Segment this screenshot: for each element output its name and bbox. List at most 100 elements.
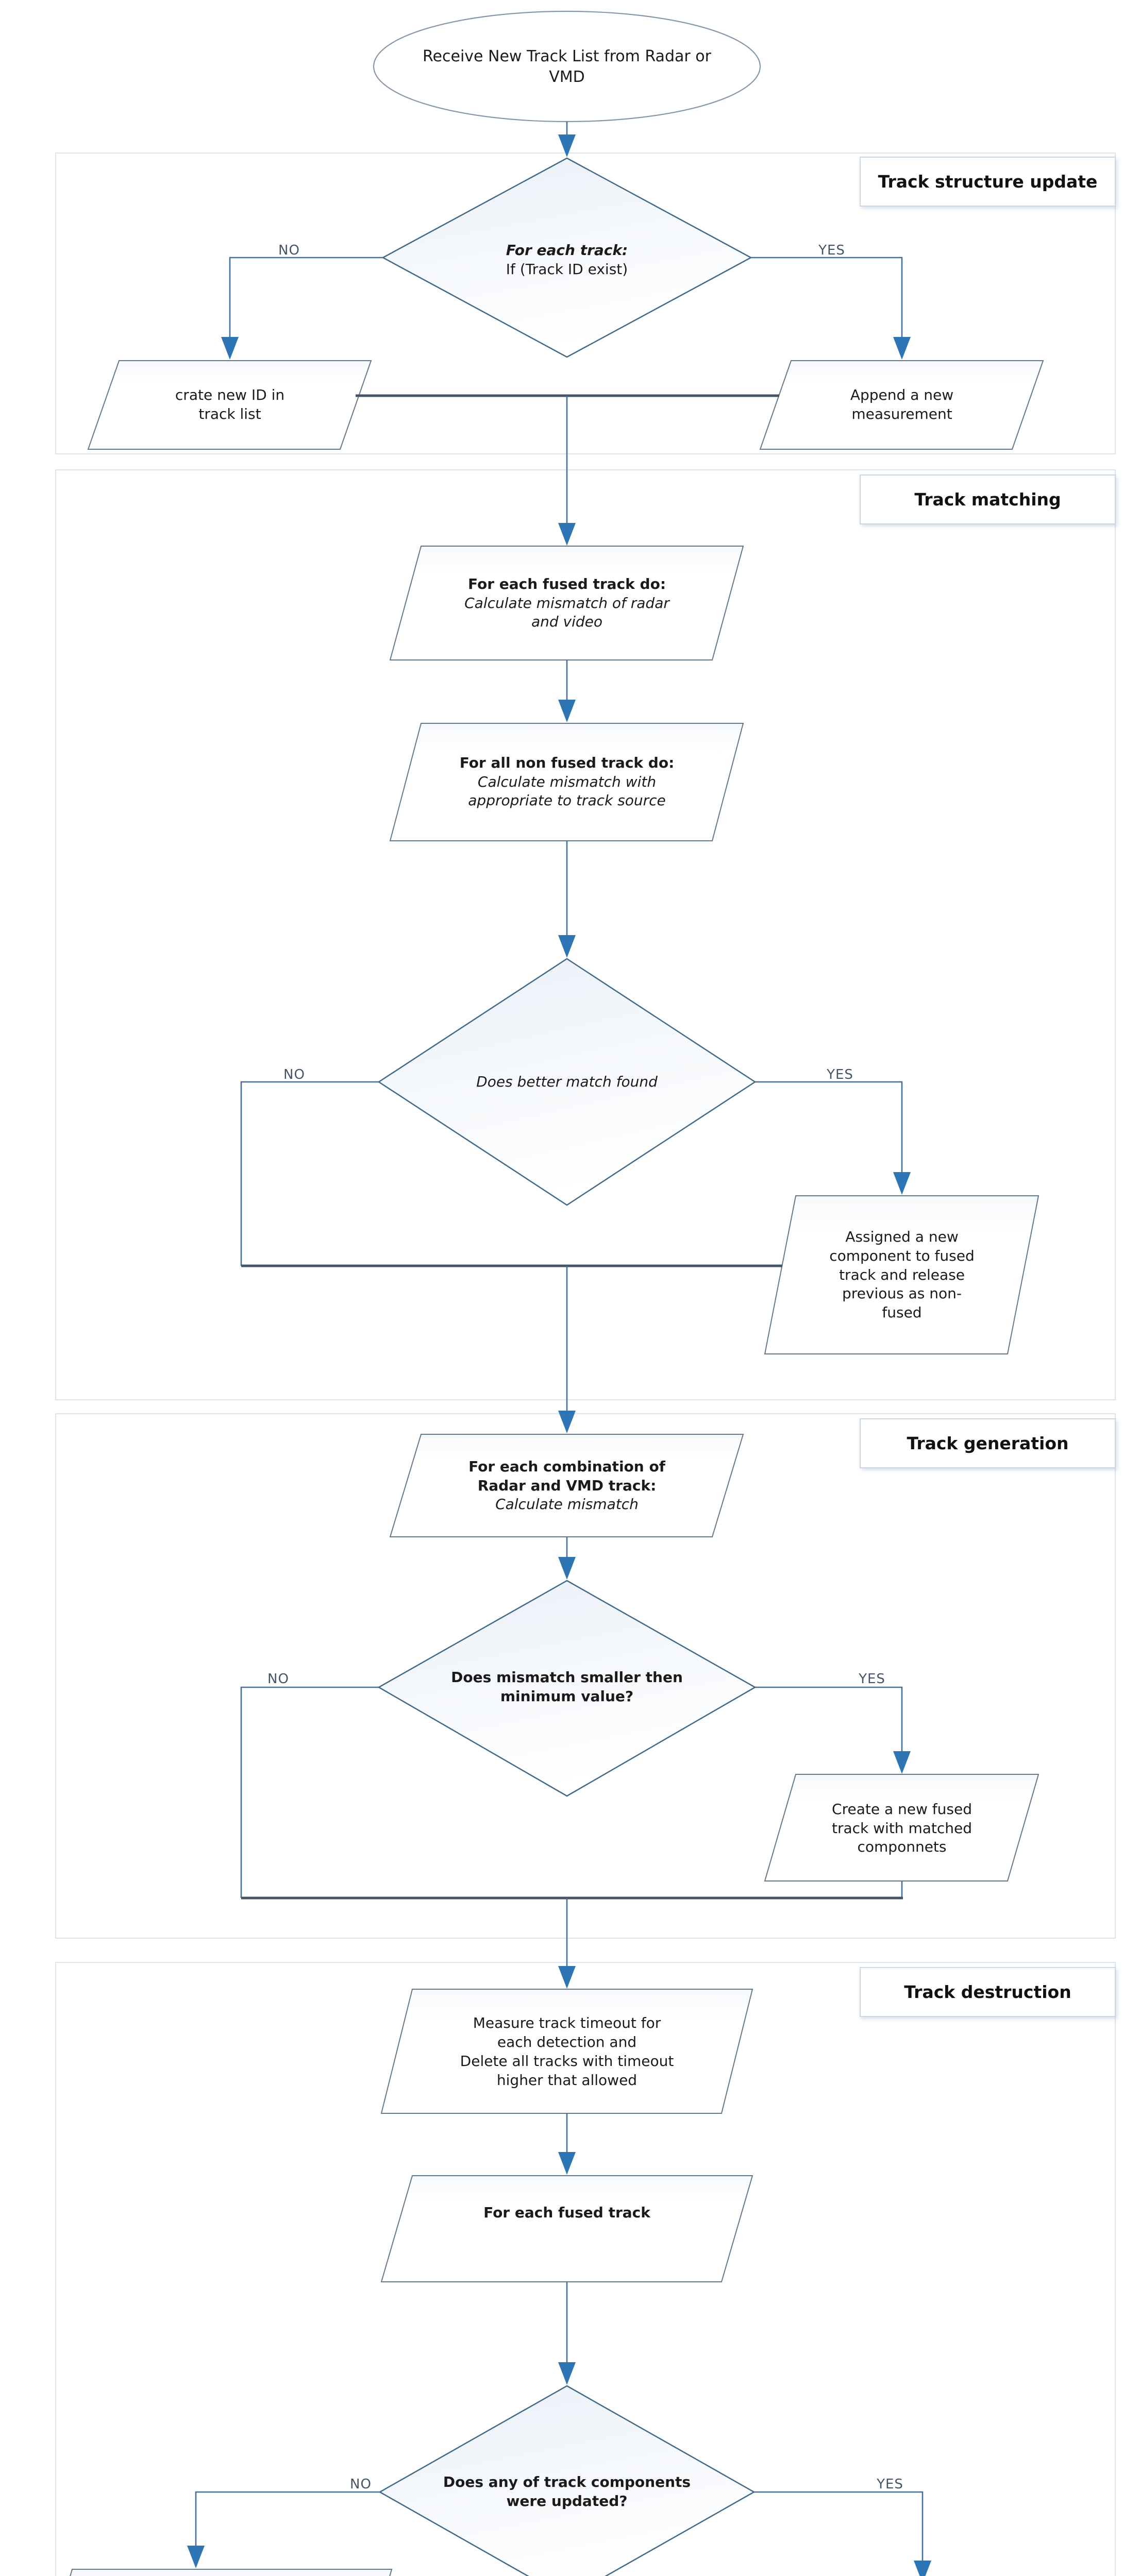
text-line: component to fused xyxy=(829,1247,975,1264)
text-line: Assigned a new xyxy=(845,1228,959,1245)
process-measure-timeout xyxy=(380,1989,753,2114)
arrowhead-into-fused-do xyxy=(558,523,576,546)
text-line: Radar and VMD track: xyxy=(477,1477,657,1494)
arrowhead-into-combo xyxy=(558,1411,576,1433)
process-assign-component-text: Assigned a new component to fused track … xyxy=(781,1198,1023,1352)
connector-d1-no xyxy=(229,257,383,338)
process-append-measurement xyxy=(759,360,1044,450)
decision-components-updated xyxy=(378,2385,756,2576)
section-label-track-generation: Track generation xyxy=(860,1418,1116,1468)
decision-track-id-exist xyxy=(381,157,752,358)
process-combination-mismatch-text: For each combination of Radar and VMD tr… xyxy=(417,1437,716,1534)
text-line: previous as non- xyxy=(842,1285,962,1302)
arrowhead-into-measure xyxy=(558,1966,576,1989)
arrowhead-d4-yes xyxy=(914,2561,931,2576)
process-estimation-only-text: Perform estimation state only xyxy=(67,2569,366,2576)
branch-label-no-4: NO xyxy=(350,2477,372,2492)
arrowhead-into-d3 xyxy=(558,1557,576,1580)
process-create-new-id-text: crate new ID in track list xyxy=(106,361,354,449)
branch-label-no-2: NO xyxy=(283,1067,305,1082)
connector-d1-yes xyxy=(751,257,903,338)
text-line: For each fused track xyxy=(483,2204,650,2221)
process-assign-component xyxy=(764,1195,1040,1354)
section-track-generation xyxy=(55,1413,1116,1939)
text-line: minimum value? xyxy=(500,1688,634,1705)
section-label-track-structure-update: Track structure update xyxy=(860,157,1116,207)
process-each-fused-track-text: For each fused track xyxy=(407,2187,727,2239)
text-line: Append a new xyxy=(850,386,954,404)
arrowhead-into-d2 xyxy=(558,935,576,958)
text-line: appropriate to track source xyxy=(468,792,666,809)
text-line: Create a new fused xyxy=(832,1800,972,1818)
section-track-destruction xyxy=(55,1962,1116,2576)
text-line: Does any of track components xyxy=(443,2473,691,2491)
process-create-new-id xyxy=(87,360,372,450)
text-line: Measure track timeout for xyxy=(473,2014,661,2032)
process-each-fused-track xyxy=(380,2175,753,2282)
section-label-text: Track destruction xyxy=(904,1982,1071,2002)
section-track-structure-update xyxy=(55,152,1116,454)
connector-d3-no xyxy=(240,1686,379,1898)
decision-components-updated-text: Does any of track components were update… xyxy=(417,2446,716,2538)
process-append-measurement-text: Append a new measurement xyxy=(778,361,1026,449)
process-nonfused-mismatch-text: For all non fused track do: Calculate mi… xyxy=(417,725,716,839)
decision-mismatch-minimum-text: Does mismatch smaller then minimum value… xyxy=(433,1641,701,1734)
decision-better-match xyxy=(377,958,757,1206)
process-estimation-only xyxy=(70,2569,393,2576)
text-line: For each track: xyxy=(506,242,628,259)
text-line: track with matched xyxy=(831,1819,972,1837)
process-measure-timeout-text: Measure track timeout for each detection… xyxy=(407,1995,727,2109)
decision-track-id-exist-text: For each track: If (Track ID exist) xyxy=(443,216,691,304)
process-fused-mismatch-text: For each fused track do: Calculate misma… xyxy=(417,549,716,657)
arrowhead-d4-no xyxy=(187,2546,205,2568)
section-label-text: Track structure update xyxy=(878,172,1098,192)
text-line: Does better match found xyxy=(476,1073,658,1090)
arrowhead-into-eachfused xyxy=(558,2152,576,2175)
text-line: Does mismatch smaller then xyxy=(451,1669,683,1686)
arrowhead-into-d4 xyxy=(558,2362,576,2385)
branch-label-no-3: NO xyxy=(267,1671,289,1687)
text-line: componnets xyxy=(857,1838,947,1856)
text-line: track and release xyxy=(839,1266,965,1283)
connector-d2-yes xyxy=(755,1081,903,1173)
connector-d3-yes xyxy=(755,1686,903,1752)
text-line: crate new ID in xyxy=(175,386,285,404)
text-line: were updated? xyxy=(506,2493,628,2510)
text-line: Receive New Track List from Radar or xyxy=(423,47,711,66)
section-track-matching xyxy=(55,469,1116,1400)
process-combination-mismatch xyxy=(389,1434,744,1537)
text-line: Calculate mismatch with xyxy=(477,773,657,790)
section-label-track-destruction: Track destruction xyxy=(860,1967,1116,2017)
text-line: and video xyxy=(531,613,603,631)
connector-d4-no xyxy=(195,2491,380,2547)
text-line: VMD xyxy=(549,68,585,86)
branch-label-yes-1: YES xyxy=(818,243,845,258)
start-terminator-text: Receive New Track List from Radar or VMD xyxy=(397,18,737,116)
text-line: fused xyxy=(882,1304,922,1321)
text-line: If (Track ID exist) xyxy=(506,261,628,278)
process-create-fused-track xyxy=(764,1774,1040,1882)
arrowhead-d1-yes xyxy=(893,337,911,360)
arrowhead-d1-no xyxy=(221,337,239,360)
section-label-text: Track matching xyxy=(914,489,1061,510)
text-line: Delete all tracks with timeout xyxy=(460,2053,674,2070)
arrowhead-d2-yes xyxy=(893,1172,911,1195)
text-line: higher that allowed xyxy=(496,2071,638,2089)
text-line: Calculate mismatch xyxy=(495,1496,639,1513)
section-label-track-matching: Track matching xyxy=(860,474,1116,524)
arrowhead-start-to-d1 xyxy=(558,134,576,157)
text-line: Calculate mismatch of radar xyxy=(464,594,669,612)
text-line: For each fused track do: xyxy=(467,575,666,592)
process-create-fused-track-text: Create a new fused track with matched co… xyxy=(781,1777,1023,1879)
process-nonfused-mismatch xyxy=(389,723,744,841)
text-line: each detection and xyxy=(497,2033,637,2051)
text-line: measurement xyxy=(851,405,952,422)
process-fused-mismatch xyxy=(389,546,744,660)
decision-mismatch-minimum xyxy=(377,1580,757,1797)
branch-label-yes-4: YES xyxy=(877,2477,903,2492)
arrowhead-d3-yes xyxy=(893,1751,911,1774)
decision-better-match-text: Does better match found xyxy=(443,1041,691,1123)
connector-d2-no xyxy=(240,1081,379,1266)
